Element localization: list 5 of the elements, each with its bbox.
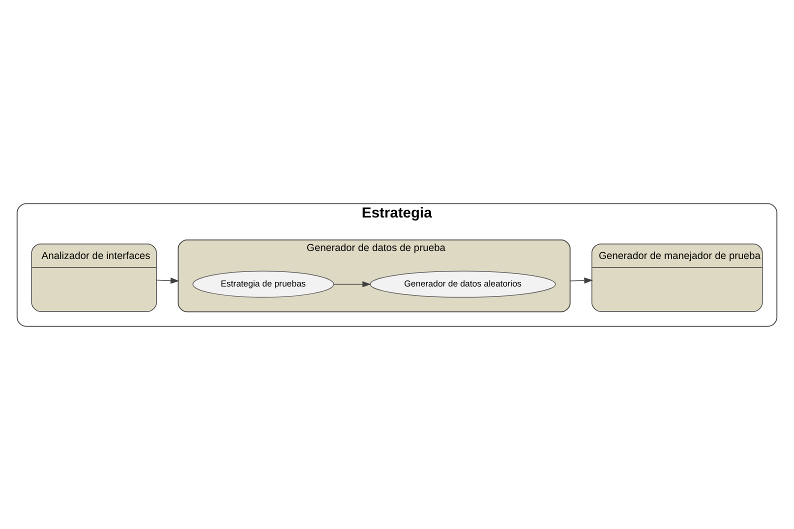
node-ellipse: Estrategia de pruebas: [192, 270, 334, 298]
arrow: [333, 280, 372, 287]
arrow: [570, 276, 593, 284]
arrow: [156, 277, 180, 284]
node-ellipse: Generador de datos aleatorios: [370, 270, 556, 298]
